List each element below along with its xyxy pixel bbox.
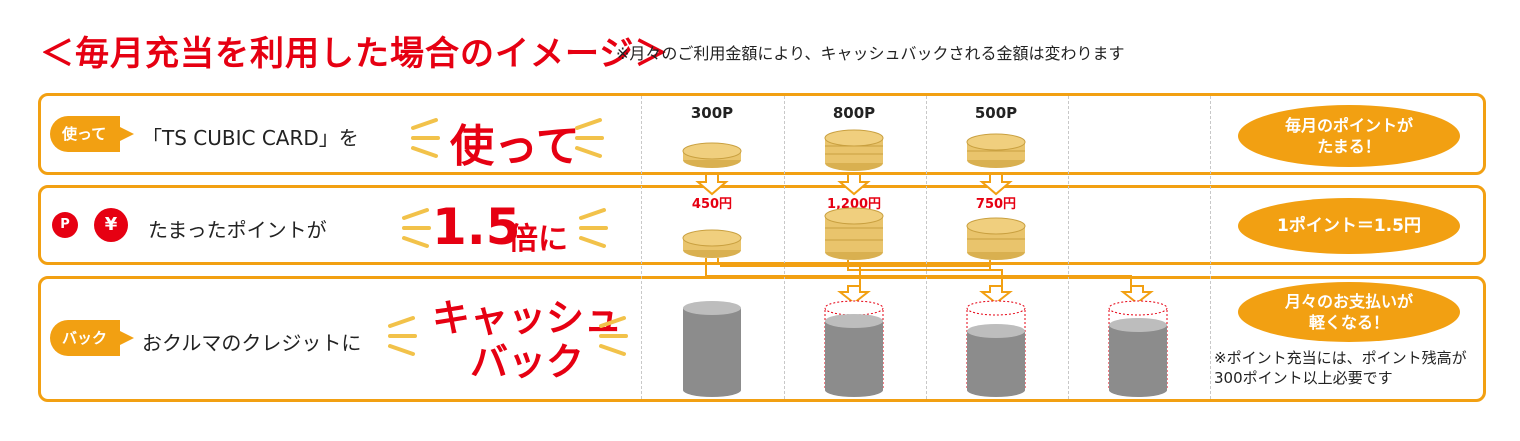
divider	[1210, 96, 1211, 399]
payment-tank	[966, 300, 1026, 397]
divider	[1068, 96, 1069, 399]
yen-label: 450円	[691, 197, 733, 212]
payment-tank	[683, 301, 741, 397]
row-cashback	[38, 276, 1486, 402]
pill-lighter-payment: 月々のお支払いが 軽くなる！	[1238, 282, 1460, 342]
spark-lines-icon	[411, 118, 604, 158]
arrow-down-icon	[1120, 285, 1154, 305]
points-label: 800P	[832, 104, 876, 122]
payment-tank	[824, 300, 884, 397]
yen-icon: ¥	[94, 208, 128, 242]
row-multiply-text: たまったポイントが	[148, 218, 327, 242]
yen-label: 750円	[975, 197, 1017, 212]
divider	[926, 96, 927, 399]
coin-stack	[824, 207, 884, 260]
footnote: ※ポイント充当には、ポイント残高が300ポイント以上必要です	[1214, 349, 1467, 387]
divider	[641, 96, 642, 399]
points-label: 500P	[974, 104, 1018, 122]
coin-stack	[682, 229, 742, 258]
spark-lines-icon	[402, 208, 608, 248]
spark-lines-icon	[388, 316, 628, 356]
flow-lines	[705, 258, 1132, 288]
row-cashback-text: おクルマのクレジットに	[142, 331, 362, 355]
tag-use: 使って	[50, 116, 134, 152]
point-icon: P	[52, 212, 78, 238]
arrow-down-icon	[837, 173, 871, 196]
row-use-text: 「TS CUBIC CARD」を	[142, 126, 359, 150]
pill-monthly-points: 毎月のポイントが たまる！	[1238, 105, 1460, 167]
coin-stack	[682, 142, 742, 168]
arrow-down-icon	[695, 173, 729, 196]
row-use-big: 使って	[450, 121, 580, 172]
coin-stack	[824, 129, 884, 171]
page-title: ＜毎月充当を利用した場合のイメージ＞	[40, 34, 670, 74]
row-multiply-big-suffix: 倍に	[508, 222, 568, 257]
row-cashback-big: キャッシュ バック	[432, 296, 623, 384]
header-note: ※月々のご利用金額により、キャッシュバックされる金額は変わります	[616, 44, 1125, 63]
coin-stack	[966, 133, 1026, 168]
arrow-down-icon	[837, 285, 871, 305]
divider	[784, 96, 785, 399]
arrow-down-icon	[979, 285, 1013, 305]
yen-label: 1,200円	[826, 197, 882, 212]
tag-back: バック	[50, 320, 134, 356]
points-label: 300P	[690, 104, 734, 122]
arrow-down-icon	[979, 173, 1013, 196]
payment-tank	[1108, 300, 1168, 397]
pill-rate: 1ポイント＝1.5円	[1238, 198, 1460, 254]
row-multiply-big-number: 1.5	[432, 198, 521, 256]
coin-stack	[966, 217, 1026, 260]
